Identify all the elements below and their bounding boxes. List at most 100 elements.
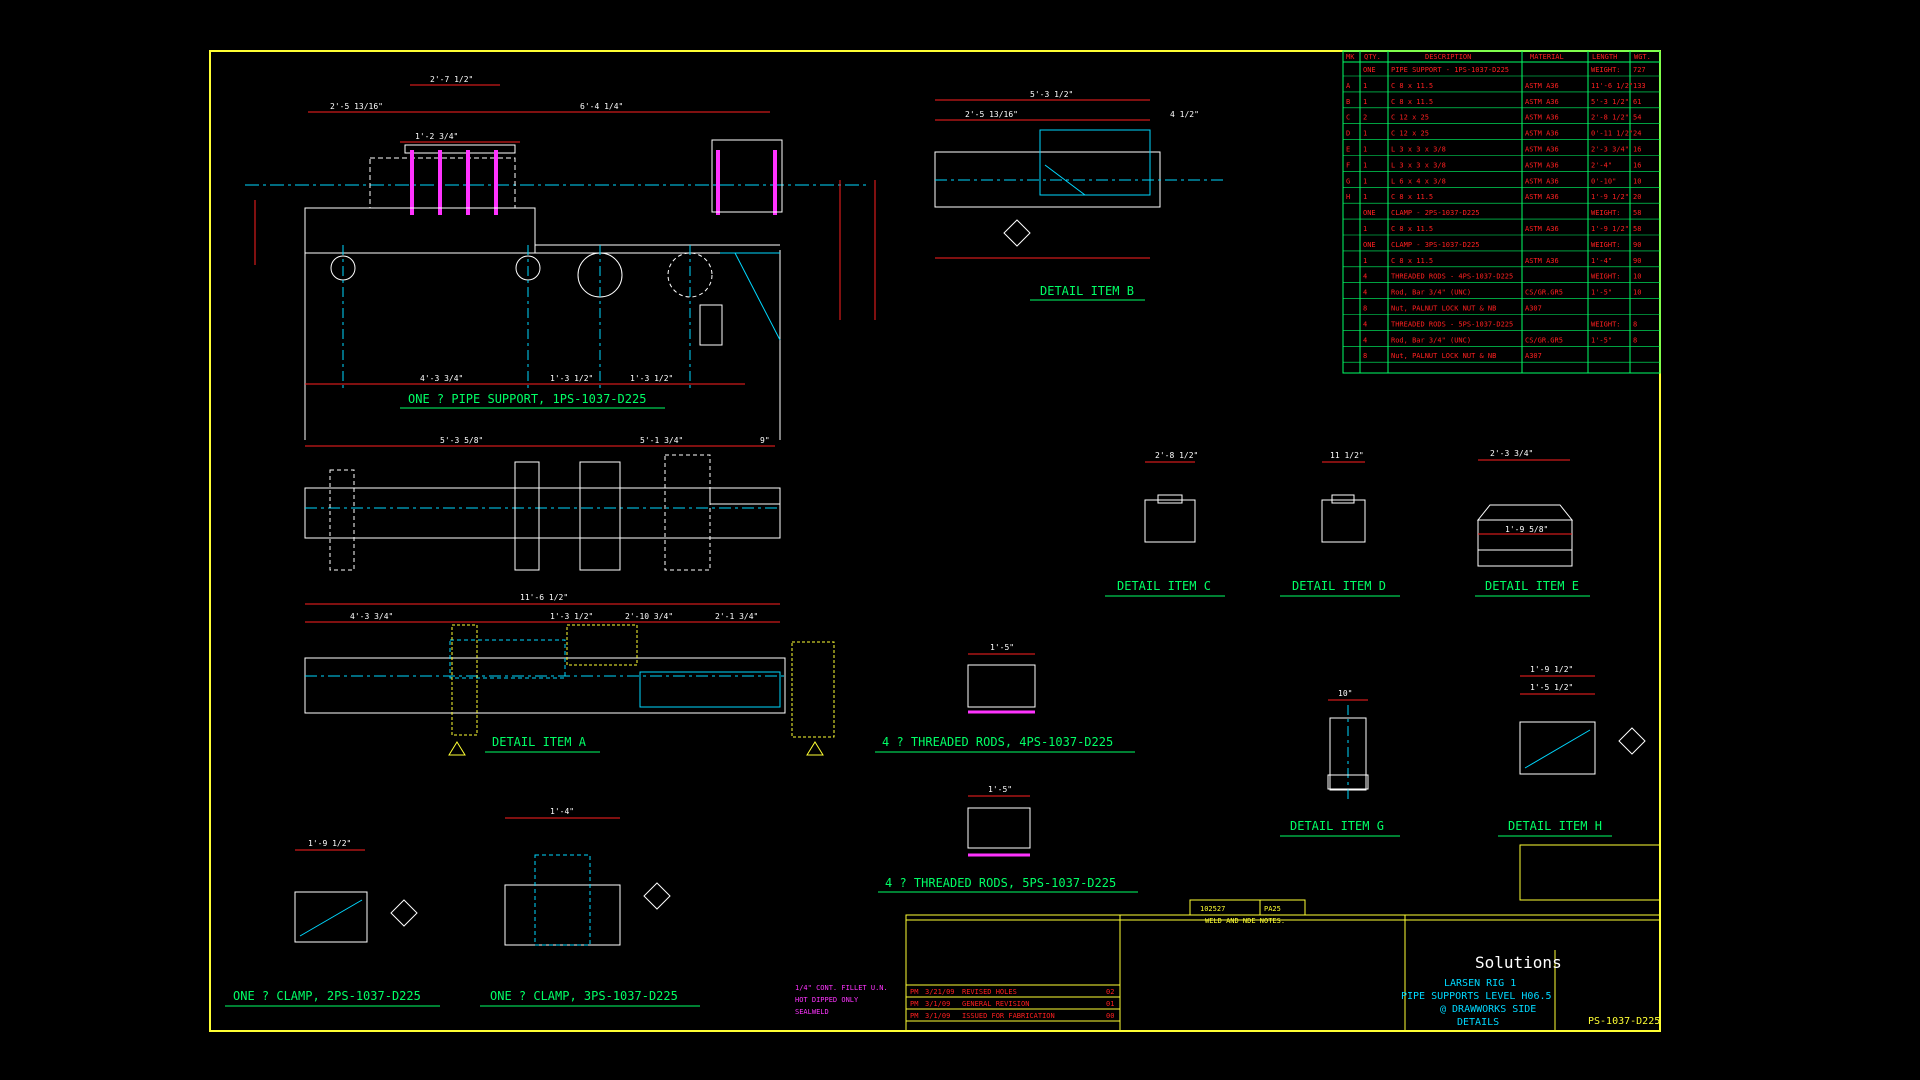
bom-cell-mat: CS/GR.GR5 [1525, 289, 1563, 297]
dim-h2: 1'-5 1/2" [1530, 683, 1573, 692]
dim-b1: 5'-3 1/2" [1030, 90, 1073, 99]
bom-cell-qty: ONE [1363, 209, 1376, 217]
bom-cell-qty: 1 [1363, 98, 1367, 106]
view-title-rods-5: 4 ? THREADED RODS, 5PS-1037-D225 [885, 876, 1116, 890]
bom-cell-mat: A307 [1525, 305, 1542, 313]
dim-c1: 2'-8 1/2" [1155, 451, 1198, 460]
bom-cell-mk: C [1346, 114, 1350, 122]
color-legend: 1/4" CONT. FILLET U.N. HOT DIPPED ONLY S… [795, 984, 888, 1016]
view-title-detail-d: DETAIL ITEM D [1292, 579, 1386, 593]
bom-cell-wgt: 58 [1633, 225, 1641, 233]
view-title-detail-h: DETAIL ITEM H [1508, 819, 1602, 833]
view-title-clamp-3: ONE ? CLAMP, 3PS-1037-D225 [490, 989, 678, 1003]
clamp-2-drawing: 1'-9 1/2" [294, 839, 418, 943]
rev-0-date: 3/21/09 [925, 988, 955, 996]
rev-0-by: PM [910, 988, 918, 996]
bom-header-mat: MATERIAL [1530, 53, 1564, 61]
bom-cell-desc: Nut, PALNUT LOCK NUT & NB [1391, 352, 1496, 360]
dim-bot1: 4'-3 3/4" [420, 374, 463, 383]
bom-cell-len: 5'-3 1/2" [1591, 98, 1629, 106]
dim-d1: 11 1/2" [1330, 451, 1364, 460]
dim-top3: 6'-4 1/4" [580, 102, 623, 111]
bom-header-desc: DESCRIPTION [1425, 53, 1471, 61]
bom-cell-desc: CLAMP - 2PS-1037-D225 [1391, 209, 1480, 217]
bom-cell-desc: L 3 x 3 x 3/8 [1391, 146, 1446, 154]
bom-cell-qty: 1 [1363, 193, 1367, 201]
rev-1-by: PM [910, 1000, 918, 1008]
bom-cell-qty: 8 [1363, 305, 1367, 313]
title-line-2: PIPE SUPPORTS LEVEL H06.5 [1401, 991, 1552, 1002]
bom-cell-len: 11'-6 1/2" [1591, 82, 1633, 90]
bom-cell-desc: C 12 x 25 [1391, 130, 1429, 138]
view-title-pipe-support: ONE ? PIPE SUPPORT, 1PS-1037-D225 [408, 392, 646, 406]
rev-1-date: 3/1/09 [925, 1000, 950, 1008]
rev-2-no: 00 [1106, 1012, 1114, 1020]
bom-cell-mk: B [1346, 98, 1350, 106]
dim-cl2: 1'-9 1/2" [308, 839, 351, 848]
dim-h1: 1'-9 1/2" [1530, 665, 1573, 674]
bom-cell-wgt: 90 [1633, 241, 1641, 249]
detail-c-drawing: 2'-8 1/2" [1144, 451, 1198, 543]
bom-cell-qty: 1 [1363, 130, 1367, 138]
bom-cell-desc: Rod, Bar 3/4" (UNC) [1391, 289, 1471, 297]
job-code: PA25 [1264, 905, 1281, 913]
legend-item-0: 1/4" CONT. FILLET U.N. [795, 984, 888, 992]
detail-g-drawing: 10" [1327, 689, 1369, 800]
bom-cell-mk: E [1346, 146, 1350, 154]
bom-cell-mat: ASTM A36 [1525, 177, 1559, 185]
bom-cell-len: WEIGHT: [1591, 273, 1621, 281]
bom-header-mk: MK [1346, 53, 1355, 61]
view-title-detail-c: DETAIL ITEM C [1117, 579, 1211, 593]
company-name: Solutions [1475, 953, 1562, 972]
bom-cell-mat: ASTM A36 [1525, 130, 1559, 138]
dim-g1: 10" [1338, 689, 1352, 698]
rev-2-date: 3/1/09 [925, 1012, 950, 1020]
detail-a-drawing: 11'-6 1/2" 4'-3 3/4" 1'-3 1/2" 2'-10 3/4… [304, 593, 835, 756]
rev-1-desc: GENERAL REVISION [962, 1000, 1029, 1008]
title-line-1: LARSEN RIG 1 [1444, 978, 1516, 989]
bom-cell-mat: ASTM A36 [1525, 82, 1559, 90]
bom-cell-len: 2'-3 3/4" [1591, 146, 1629, 154]
bom-cell-len: 0'-11 1/2" [1591, 130, 1633, 138]
bom-cell-desc: CLAMP - 3PS-1037-D225 [1391, 241, 1480, 249]
bom-cell-len: 2'-4" [1591, 161, 1612, 169]
bom-cell-desc: C 8 x 11.5 [1391, 82, 1433, 90]
bom-cell-qty: 4 [1363, 273, 1367, 281]
bom-cell-desc: THREADED RODS - 5PS-1037-D225 [1391, 320, 1513, 328]
dim-b3: 4 1/2" [1170, 110, 1199, 119]
bom-cell-len: 1'-9 1/2" [1591, 225, 1629, 233]
clamp-3-drawing: 1'-4" [504, 807, 671, 946]
bom-cell-mk: H [1346, 193, 1350, 201]
bom-cell-mk: A [1346, 82, 1351, 90]
dim-a4: 2'-10 3/4" [625, 612, 673, 621]
weld-notes-title: WELD AND NDE NOTES: [1205, 917, 1285, 925]
bom-cell-wgt: 16 [1633, 161, 1641, 169]
legend-item-2: SEALWELD [795, 1008, 829, 1016]
bom-cell-wgt: 24 [1633, 130, 1641, 138]
dim-top4: 1'-2 3/4" [415, 132, 458, 141]
bom-cell-wgt: 54 [1633, 114, 1641, 122]
bom-cell-desc: C 12 x 25 [1391, 114, 1429, 122]
view-title-clamp-2: ONE ? CLAMP, 2PS-1037-D225 [233, 989, 421, 1003]
dim-top2: 2'-5 13/16" [330, 102, 383, 111]
bom-cell-wgt: 10 [1633, 177, 1641, 185]
bom-cell-qty: 1 [1363, 225, 1367, 233]
bom-cell-wgt: 16 [1633, 146, 1641, 154]
dim-cl3: 1'-4" [550, 807, 574, 816]
dim-sec3: 9" [760, 436, 770, 445]
bom-cell-desc: C 8 x 11.5 [1391, 193, 1433, 201]
rev-2-by: PM [910, 1012, 918, 1020]
bom-cell-mat: ASTM A36 [1525, 225, 1559, 233]
rev-0-no: 02 [1106, 988, 1114, 996]
bom-cell-len: 1'-9 1/2" [1591, 193, 1629, 201]
bom-cell-qty: 8 [1363, 352, 1367, 360]
bom-cell-mk: G [1346, 177, 1350, 185]
bom-cell-mat: CS/GR.GR5 [1525, 336, 1563, 344]
bom-cell-len: 1'-4" [1591, 257, 1612, 265]
bom-header-len: LENGTH [1592, 53, 1617, 61]
title-block [905, 844, 1661, 1032]
rods-4-drawing: 1'-5" [967, 643, 1036, 714]
bom-cell-desc: PIPE SUPPORT - 1PS-1037-D225 [1391, 66, 1509, 74]
dim-sec2: 5'-1 3/4" [640, 436, 683, 445]
bom-cell-mat: A307 [1525, 352, 1542, 360]
